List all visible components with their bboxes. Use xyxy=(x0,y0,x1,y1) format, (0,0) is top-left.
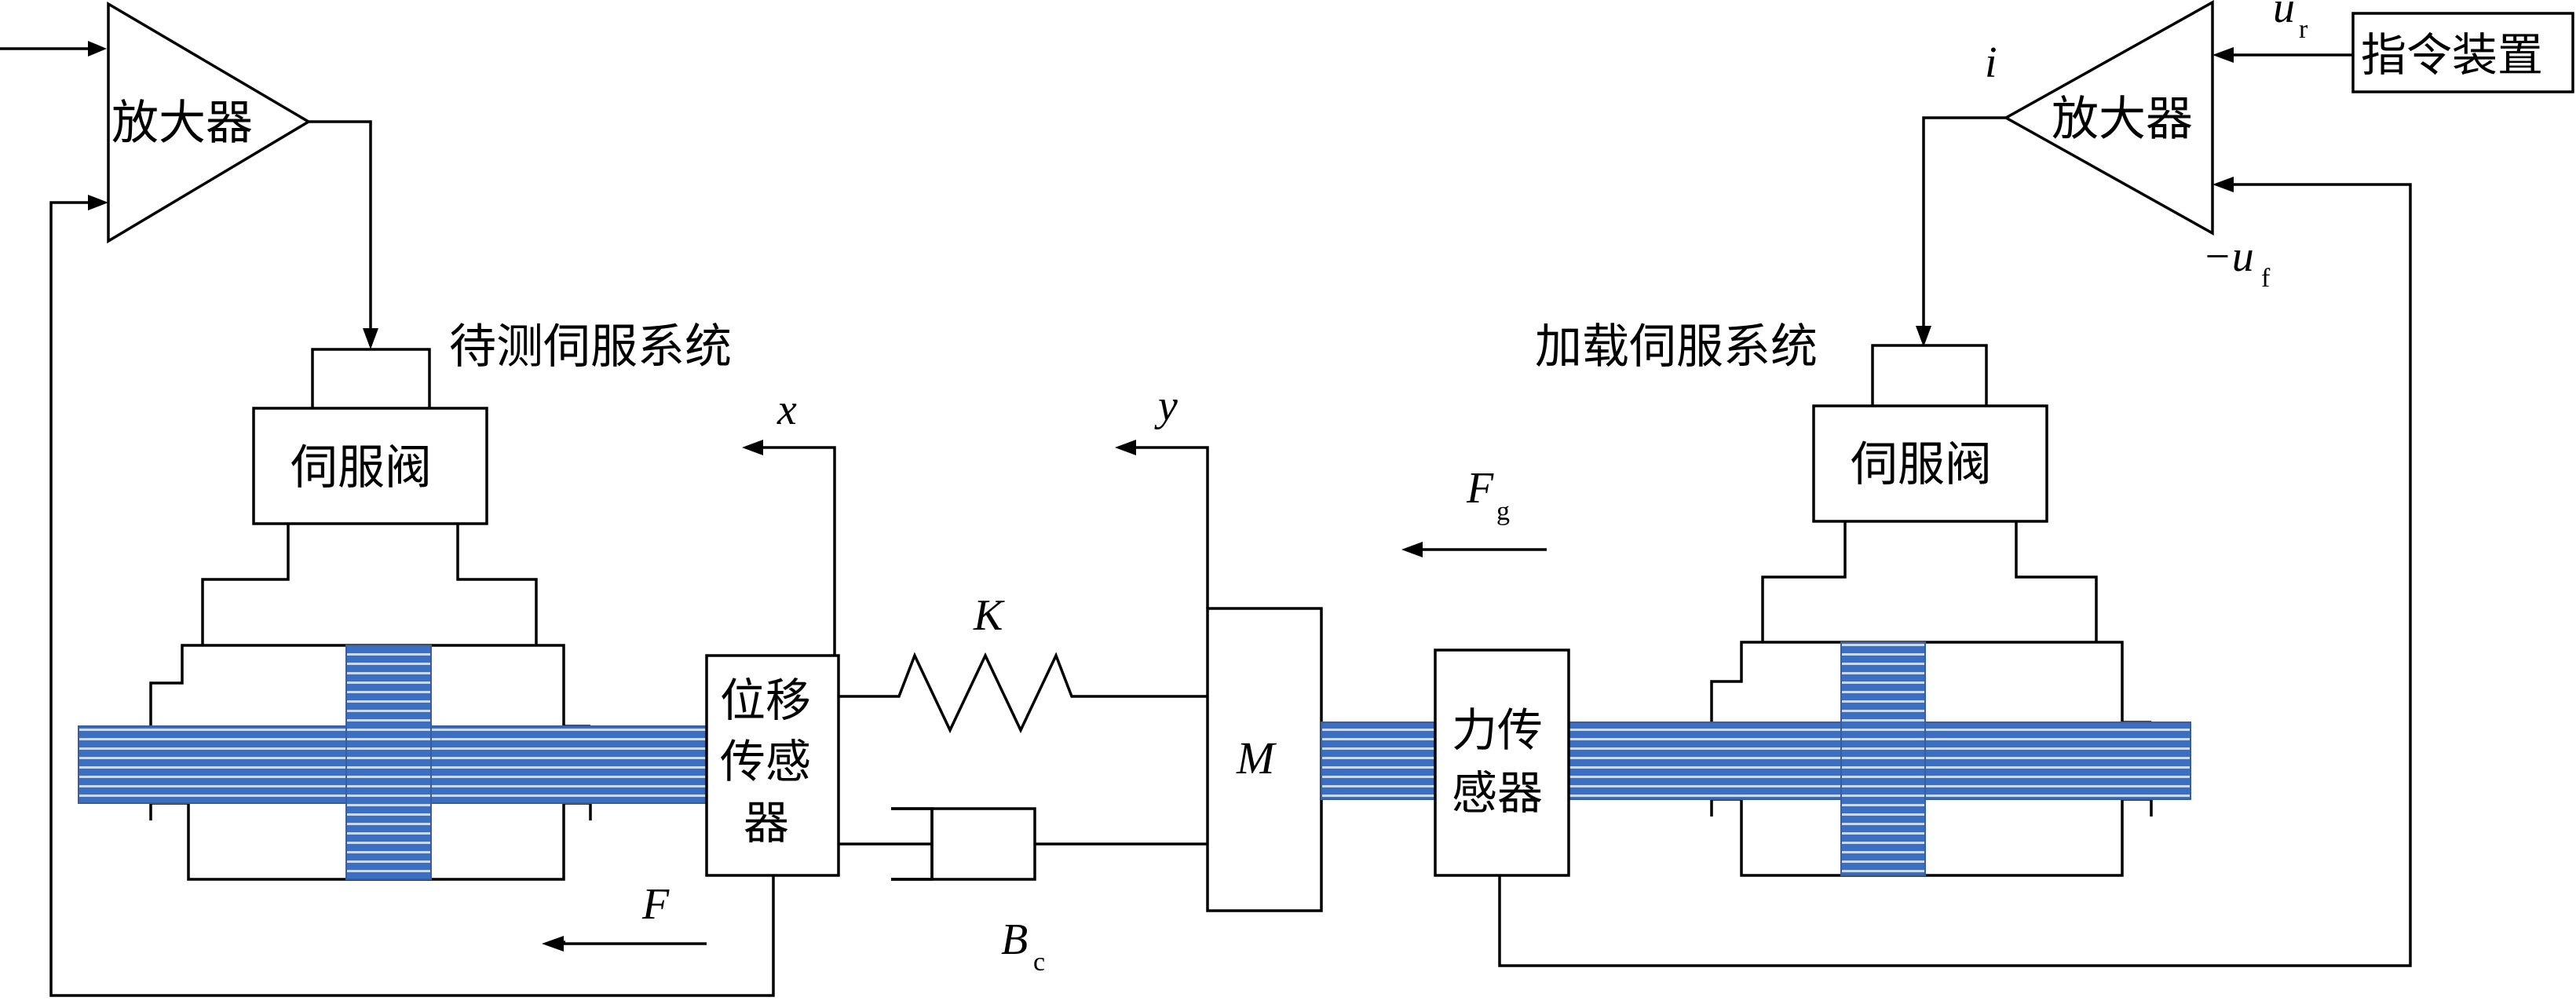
force-feedback-arrowhead xyxy=(2212,177,2234,192)
left-torque-motor xyxy=(311,348,431,408)
y-output-line xyxy=(1135,446,1209,608)
left-valve-port-b xyxy=(456,524,538,645)
left-amplifier-label: 放大器 xyxy=(111,96,253,151)
left-servo-valve-label: 伺服阀 xyxy=(290,440,432,495)
force-f-arrowhead xyxy=(542,936,564,952)
left-feedback-line xyxy=(49,201,775,997)
right-valve-port-b xyxy=(2015,521,2098,642)
mass-to-force-sensor-rod xyxy=(1321,722,1436,800)
left-servo-system: 放大器 待测伺服系统 伺服阀 F 位移 传感 器 x xyxy=(0,1,840,997)
left-amp-to-valve-line xyxy=(309,120,372,334)
force-fg-arrowhead xyxy=(1401,542,1423,557)
left-piston xyxy=(345,645,432,880)
right-torque-motor xyxy=(1871,344,1988,406)
i-label: i xyxy=(1985,38,1997,87)
x-output-arrowhead xyxy=(742,440,763,455)
uf-subscript: f xyxy=(2261,264,2271,293)
mass-m-label: M xyxy=(1236,732,1277,784)
right-cylinder-top xyxy=(1710,641,2151,724)
y-output-arrowhead xyxy=(1115,440,1136,455)
damper-b-label: B xyxy=(1001,915,1028,964)
right-servo-valve xyxy=(1812,404,2048,523)
y-label: y xyxy=(1154,382,1178,430)
left-valve-port-a xyxy=(201,524,290,645)
coupling-section: K B c M y xyxy=(839,382,1436,977)
force-feedback-line xyxy=(1498,183,2412,967)
force-fg-label: F xyxy=(1466,464,1494,513)
displacement-sensor xyxy=(705,654,840,877)
ur-arrowhead xyxy=(2212,47,2234,63)
force-sensor-line-2: 感器 xyxy=(1452,766,1543,820)
x-label: x xyxy=(776,385,797,434)
spring-k xyxy=(839,652,1208,734)
right-valve-port-a xyxy=(1761,521,1847,642)
ur-subscript: r xyxy=(2299,15,2308,44)
left-system-title: 待测伺服系统 xyxy=(449,320,732,374)
force-sensor-line-1: 力传 xyxy=(1452,703,1543,757)
left-feedback-arrowhead xyxy=(88,195,108,210)
left-amp-arrowhead xyxy=(363,328,378,349)
x-output-line xyxy=(760,446,836,656)
left-servo-valve xyxy=(252,407,488,525)
force-sensor xyxy=(1434,648,1570,877)
command-device-label: 指令装置 xyxy=(2361,28,2543,82)
uf-label: −u xyxy=(2202,232,2254,281)
mass-m xyxy=(1206,607,1323,912)
right-system-title: 加载伺服系统 xyxy=(1535,320,1818,374)
left-input-arrowhead xyxy=(88,41,107,57)
spring-k-label: K xyxy=(973,591,1005,640)
displacement-sensor-line-1: 位移 xyxy=(720,674,811,727)
right-amplifier xyxy=(2003,0,2214,236)
right-cylinder-bottom xyxy=(1710,798,2153,877)
left-amplifier xyxy=(107,1,312,244)
i-output-arrowhead xyxy=(1916,326,1931,347)
force-fg-subscript: g xyxy=(1496,497,1510,526)
right-servo-valve-label: 伺服阀 xyxy=(1851,437,1992,492)
right-amplifier-label: 放大器 xyxy=(2052,92,2193,147)
i-output-line xyxy=(1922,116,2006,330)
ur-label: u xyxy=(2273,0,2295,32)
right-piston xyxy=(1840,641,1926,876)
displacement-sensor-line-3: 器 xyxy=(744,796,789,849)
command-device xyxy=(2351,12,2574,93)
right-servo-system: 指令装置 u r 放大器 i −u f 加载伺服系统 伺服阀 xyxy=(1401,0,2574,967)
force-f-label: F xyxy=(641,880,670,929)
displacement-sensor-line-2: 传感 xyxy=(720,735,811,788)
damper-c-subscript: c xyxy=(1033,948,1045,977)
